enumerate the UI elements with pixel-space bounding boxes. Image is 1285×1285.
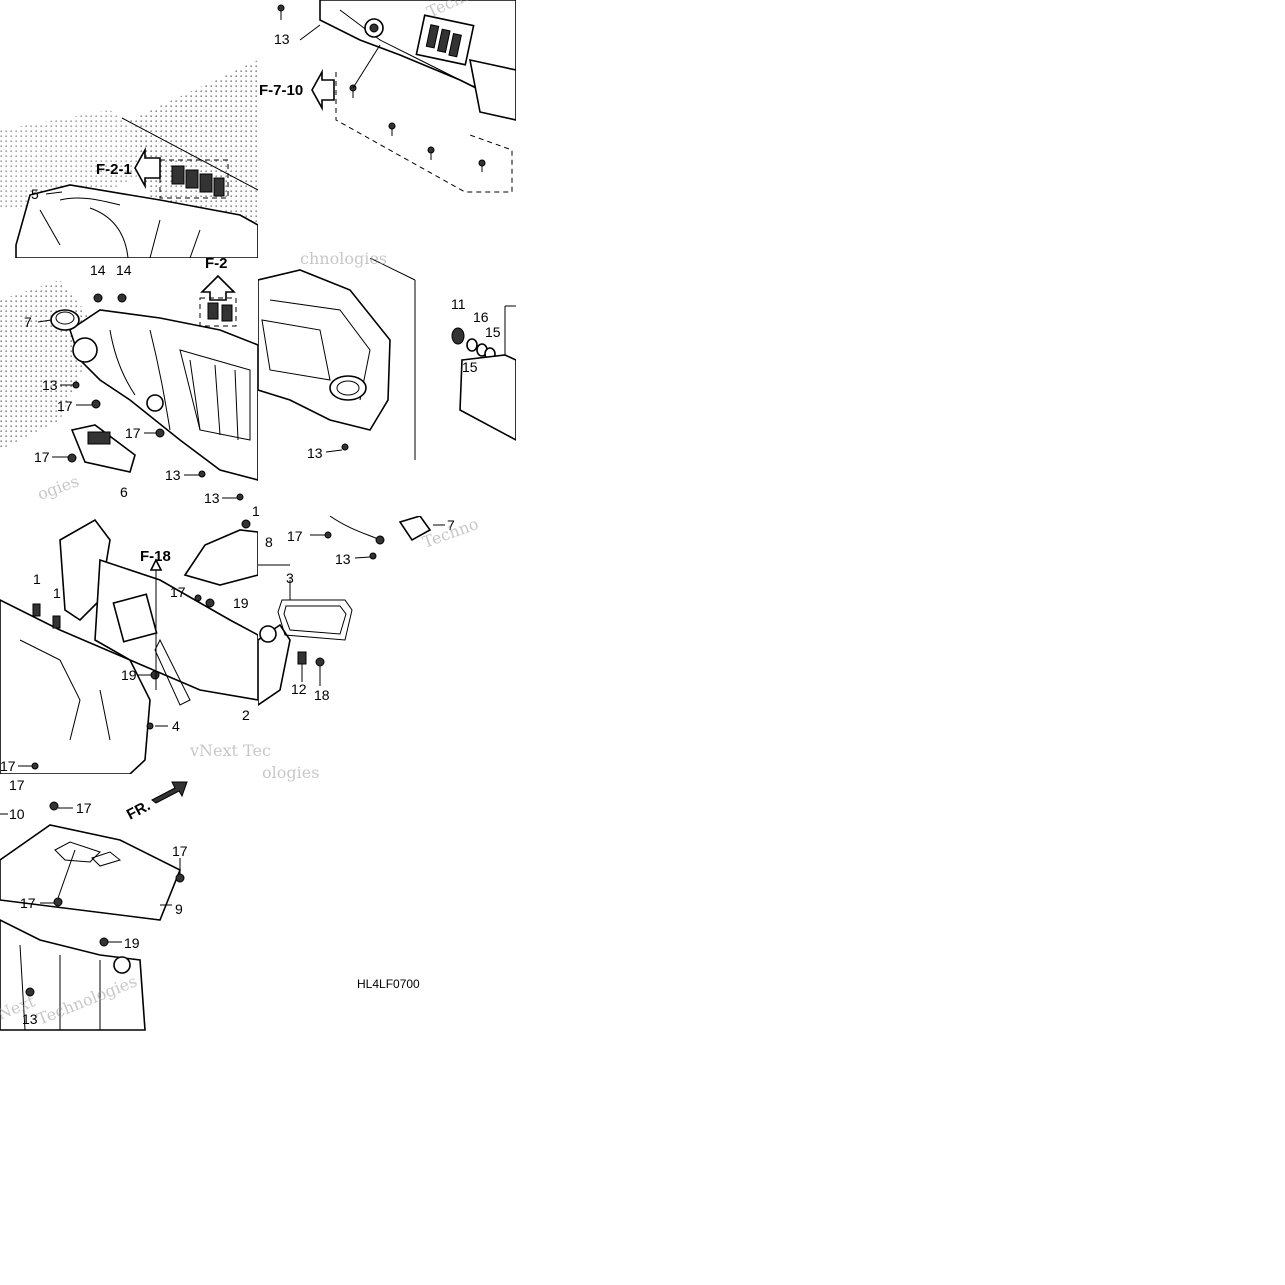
callout-11: 11 — [451, 296, 466, 312]
callout-1: 1 — [53, 585, 61, 601]
callout-7: 7 — [24, 314, 32, 330]
callout-19: 19 — [233, 595, 249, 611]
callout-19: 19 — [124, 935, 140, 951]
callout-5: 5 — [31, 186, 39, 202]
callout-14: 14 — [90, 262, 106, 278]
watermark: vNext Tec — [189, 741, 271, 760]
callout-6: 6 — [120, 484, 128, 500]
callout-16: 16 — [473, 309, 489, 325]
callout-13: 13 — [204, 490, 220, 506]
callout-17: 17 — [9, 777, 25, 793]
callout-17: 17 — [287, 528, 303, 544]
callout-13: 13 — [274, 31, 290, 47]
callout-13: 13 — [22, 1011, 38, 1027]
drawing-code: HL4LF0700 — [357, 977, 420, 991]
callout-1: 1 — [252, 503, 260, 519]
callout-19: 19 — [121, 667, 137, 683]
watermark: chnologies — [300, 249, 387, 268]
tile-frame-left — [0, 518, 258, 774]
callout-12: 12 — [291, 681, 307, 697]
callout-18: 18 — [314, 687, 330, 703]
watermark: ologies — [262, 763, 319, 782]
callout-17: 17 — [57, 398, 73, 414]
callout-13: 13 — [307, 445, 323, 461]
callout-13: 13 — [42, 377, 58, 393]
ref-f-2: F-2 — [205, 255, 228, 272]
callout-17: 17 — [20, 895, 36, 911]
callout-17: 17 — [0, 758, 16, 774]
callout-15: 15 — [485, 324, 501, 340]
tile-dash-assembly-right — [258, 258, 516, 460]
tile-upper-dash-left — [0, 60, 258, 258]
callout-3: 3 — [286, 570, 294, 586]
callout-15: 15 — [462, 359, 478, 375]
ref-f-7-10: F-7-10 — [259, 82, 303, 99]
callout-17: 17 — [34, 449, 50, 465]
callout-14: 14 — [116, 262, 132, 278]
callout-2: 2 — [242, 707, 250, 723]
tile-floor-panel — [0, 801, 185, 1031]
tile-dash-assembly-left — [0, 274, 258, 501]
callout-17: 17 — [125, 425, 141, 441]
callout-8: 8 — [265, 534, 273, 550]
clip-icon — [67, 293, 244, 501]
callout-17: 17 — [170, 584, 186, 600]
callout-4: 4 — [172, 718, 180, 734]
ref-f-18: F-18 — [140, 548, 171, 565]
callout-9: 9 — [175, 901, 183, 917]
watermark: ogies — [35, 471, 82, 503]
front-direction-arrow-icon — [151, 781, 188, 804]
ref-f-2-1: F-2-1 — [96, 161, 132, 178]
callout-17: 17 — [76, 800, 92, 816]
callout-7: 7 — [447, 517, 455, 533]
tile-frame-right — [258, 516, 445, 706]
callout-17: 17 — [172, 843, 188, 859]
callout-10: 10 — [9, 806, 25, 822]
callout-13: 13 — [335, 551, 351, 567]
bolt-icon — [31, 519, 251, 770]
ref-fr: FR. — [124, 797, 153, 823]
callout-1: 1 — [33, 571, 41, 587]
callout-13: 13 — [165, 467, 181, 483]
tile-upper-dash-right — [277, 0, 516, 193]
